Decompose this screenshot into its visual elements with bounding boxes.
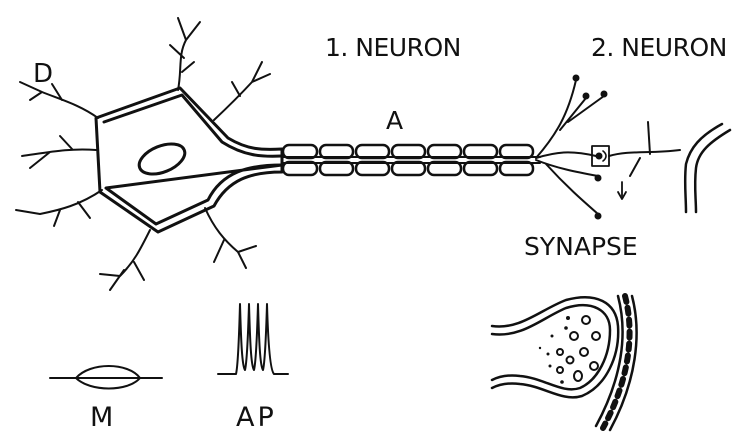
neuron2-label: 2. NEURON	[591, 35, 727, 60]
zoom-arrow-icon	[618, 182, 626, 199]
neuron1-label: 1. NEURON	[325, 35, 461, 60]
dendrite-label: D	[33, 61, 53, 87]
synapse-detail	[492, 296, 637, 430]
action-potential-icon	[218, 304, 288, 374]
axon-terminals	[536, 75, 608, 220]
second-neuron-dendrite	[609, 122, 680, 176]
dendrites	[16, 18, 270, 290]
nucleus	[135, 138, 189, 180]
membrane-label: M	[90, 404, 113, 431]
cell-body	[96, 88, 282, 232]
myelin-sheath	[283, 145, 533, 175]
membrane-icon	[50, 366, 162, 389]
synaptic-vesicles	[557, 316, 600, 381]
synapse-label: SYNAPSE	[524, 234, 638, 259]
action-potential-label: AP	[236, 404, 277, 431]
axon-label: A	[386, 108, 403, 133]
second-neuron-membrane	[685, 124, 730, 212]
